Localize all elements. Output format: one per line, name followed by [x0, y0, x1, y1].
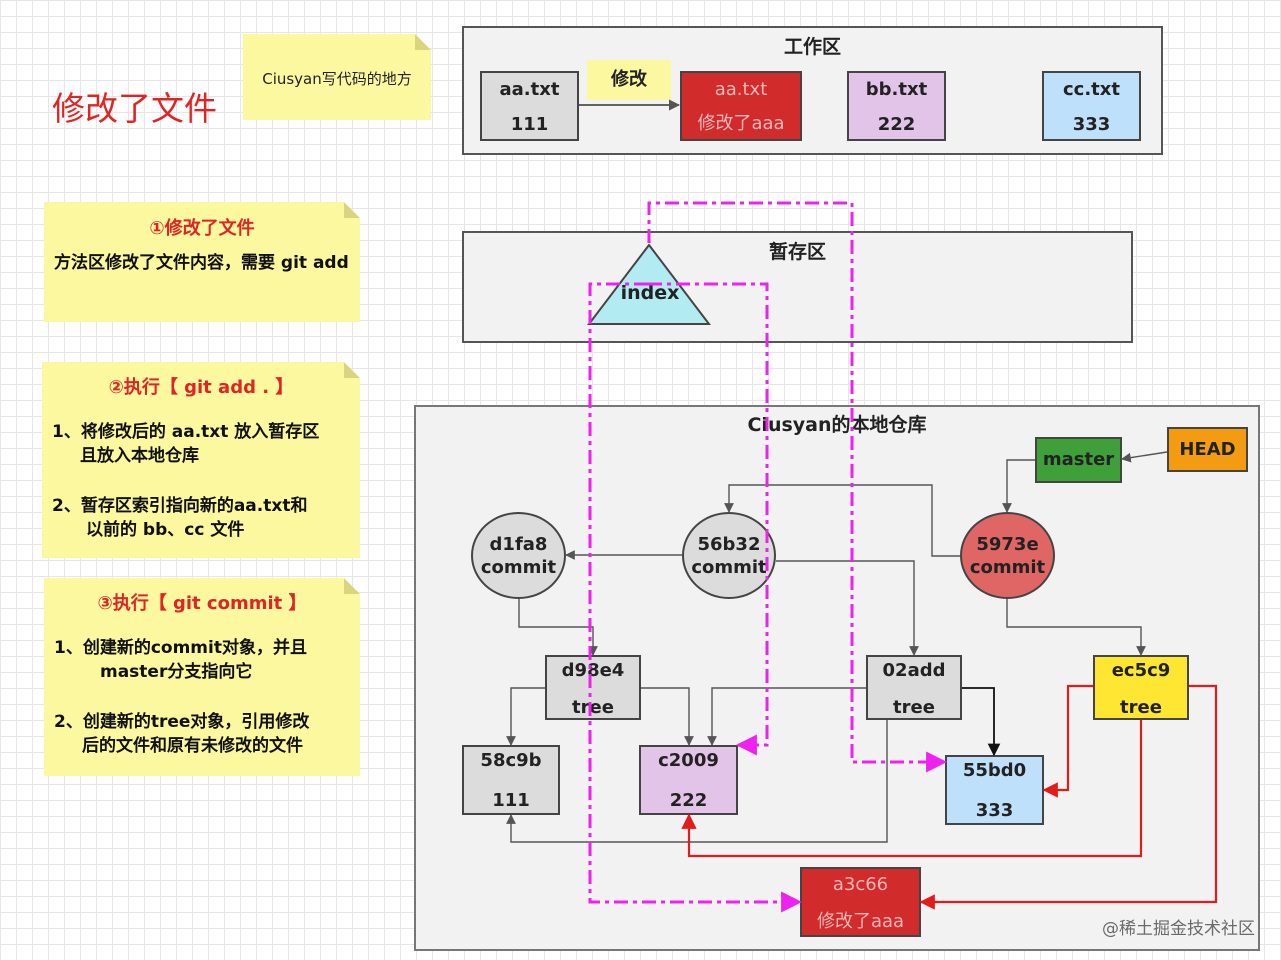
commit-hash: 5973e: [976, 533, 1039, 555]
5973e-to-56b32: [724, 484, 960, 557]
step3-line-3: 2、创建新的tree对象，引用修改: [54, 712, 310, 732]
commit-d1fa8: d1fa8 commit: [471, 512, 566, 599]
tree-type: tree: [1120, 697, 1162, 718]
d1fa8-to-d98e4: [518, 599, 598, 656]
ec5c9-to-55bd0: [1042, 684, 1093, 798]
step2-line-3: 2、暂存区索引指向新的aa.txt和: [52, 496, 308, 516]
blob-content: 222: [669, 790, 708, 811]
file-content: 333: [1072, 114, 1111, 135]
repo-label: Ciusyan的本地仓库: [747, 414, 927, 436]
commit-type: commit: [691, 556, 767, 578]
workspace-note-text: Ciusyan写代码的地方: [262, 70, 412, 88]
blob-58c9b: 58c9b 111: [462, 745, 560, 815]
workspace-file-cc: cc.txt 333: [1042, 71, 1141, 141]
head-to-master: [1121, 451, 1168, 463]
tree-type: tree: [572, 697, 614, 718]
index-to-a3c66: [588, 282, 803, 913]
tree-hash: ec5c9: [1111, 660, 1171, 681]
staging-label: 暂存区: [768, 241, 826, 263]
ec5c9-to-a3c66: [919, 684, 1218, 910]
step3-line-2: master分支指向它: [100, 662, 253, 682]
workspace-file-aa-old: aa.txt 111: [480, 71, 579, 141]
step1-heading: ①修改了文件: [149, 218, 255, 239]
index-to-c2009: [648, 282, 769, 756]
step2-heading: ②执行【 git add . 】: [108, 377, 294, 398]
step3-line-4: 后的文件和原有未修改的文件: [82, 736, 303, 756]
commit-hash: 56b32: [697, 533, 761, 555]
master-to-5973e: [1002, 459, 1035, 513]
02add-to-c2009: [707, 687, 866, 746]
blob-content: 修改了aaa: [816, 911, 905, 932]
modify-label: 修改: [587, 60, 671, 100]
commit-hash: d1fa8: [489, 533, 548, 555]
d98e4-to-58c9b: [506, 687, 545, 746]
blob-hash: a3c66: [832, 874, 889, 895]
blob-55bd0: 55bd0 333: [945, 755, 1044, 825]
file-name: aa.txt: [714, 79, 768, 100]
workspace-file-aa-modified: aa.txt 修改了aaa: [680, 71, 802, 141]
blob-hash: c2009: [658, 750, 719, 771]
file-name: cc.txt: [1063, 79, 1120, 100]
commit-type: commit: [969, 556, 1046, 578]
5973e-to-ec5c9: [1006, 599, 1146, 656]
step2-line-2: 且放入本地仓库: [80, 446, 199, 466]
file-name: bb.txt: [865, 79, 928, 100]
step2-line-1: 1、将修改后的 aa.txt 放入暂存区: [52, 422, 320, 442]
commit-56b32: 56b32 commit: [682, 512, 776, 599]
file-name: aa.txt: [499, 79, 560, 100]
step2-line-4: 以前的 bb、cc 文件: [86, 520, 245, 540]
index-label: index: [620, 282, 680, 304]
master-branch: master: [1035, 437, 1122, 483]
step3-heading: ③执行【 git commit 】: [97, 593, 307, 614]
blob-hash: 55bd0: [962, 760, 1027, 781]
step3-line-1: 1、创建新的commit对象，并且: [54, 638, 307, 658]
02add-to-55bd0: [962, 687, 1001, 757]
step3-note: ③执行【 git commit 】 1、创建新的commit对象，并且 mast…: [44, 578, 360, 776]
02add-to-58c9b: [506, 720, 888, 843]
file-content: 111: [510, 114, 549, 135]
tree-hash: 02add: [882, 660, 946, 681]
tree-hash: d98e4: [561, 660, 625, 681]
blob-hash: 58c9b: [480, 750, 542, 771]
workspace-file-bb: bb.txt 222: [847, 71, 946, 141]
blob-content: 111: [492, 790, 530, 811]
index-to-55bd0: [647, 201, 948, 773]
tree-d98e4: d98e4 tree: [545, 655, 641, 720]
watermark: @稀土掘金技术社区: [1102, 919, 1255, 939]
step1-text: 方法区修改了文件内容，需要 git add: [54, 253, 349, 273]
ec5c9-to-c2009: [681, 720, 1143, 858]
tree-ec5c9: ec5c9 tree: [1093, 655, 1189, 720]
step2-note: ②执行【 git add . 】 1、将修改后的 aa.txt 放入暂存区 且放…: [42, 362, 360, 558]
56b32-to-02add: [776, 560, 919, 656]
commit-type: commit: [480, 556, 557, 578]
file-content: 222: [877, 114, 916, 135]
head-ref: HEAD: [1167, 427, 1248, 472]
page-title: 修改了文件: [52, 89, 217, 128]
tree-type: tree: [893, 697, 935, 718]
file-content: 修改了aaa: [697, 113, 785, 134]
tree-02add: 02add tree: [866, 655, 962, 720]
staging-region: 暂存区: [462, 231, 1133, 343]
workspace-note: Ciusyan写代码的地方: [243, 34, 431, 120]
commit-5973e: 5973e commit: [960, 512, 1055, 599]
workspace-label: 工作区: [783, 36, 841, 58]
blob-content: 333: [975, 800, 1014, 821]
step1-note: ①修改了文件 方法区修改了文件内容，需要 git add: [44, 202, 360, 322]
d98e4-to-c2009: [641, 687, 694, 746]
blob-a3c66: a3c66 修改了aaa: [800, 867, 921, 937]
